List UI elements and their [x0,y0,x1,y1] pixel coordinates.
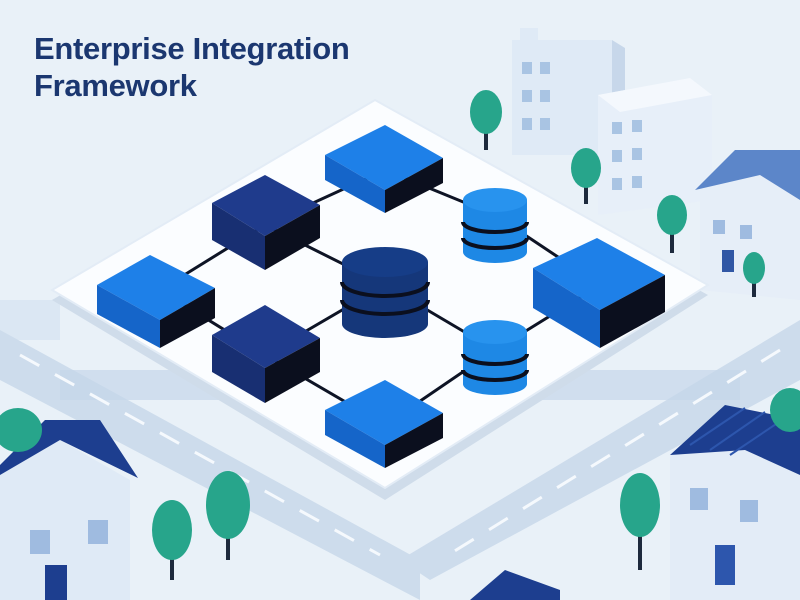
server-block-icon [533,238,665,348]
tree-icon [743,252,765,297]
office-building-front [598,78,712,215]
tree-icon [0,408,42,452]
tree-icon [571,148,601,204]
tree-icon [770,388,800,432]
database-cylinder-icon [461,320,529,395]
office-building-back [512,28,625,160]
tree-icon [152,500,192,580]
house-right-front [670,405,800,600]
server-block-icon [212,305,320,403]
database-cylinder-icon [340,247,430,338]
title-line-2: Framework [34,68,197,103]
server-block-icon [325,125,443,213]
tree-icon [620,473,660,570]
house-right [695,150,800,300]
tree-icon [470,90,502,150]
database-cylinder-icon [461,188,529,263]
tree-icon [206,471,250,560]
title-line-1: Enterprise Integration [34,31,350,66]
server-block-icon [97,255,215,348]
roof-partial [470,570,560,600]
server-block-icon [212,175,320,270]
tree-icon [657,195,687,253]
server-block-icon [325,380,443,468]
page-title: Enterprise Integration Framework [34,30,350,104]
